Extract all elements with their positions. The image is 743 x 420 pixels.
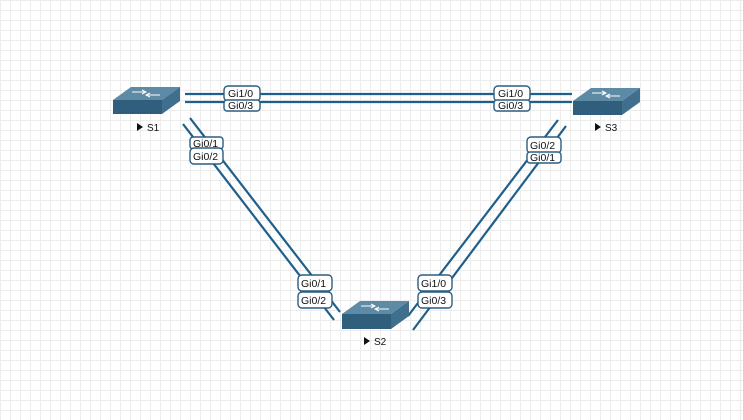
- device-s2[interactable]: S2: [342, 301, 409, 348]
- device-name-s2: S2: [374, 337, 387, 348]
- port-label-s2-gi0-1[interactable]: Gi0/1: [297, 274, 333, 292]
- device-s1[interactable]: S1: [113, 87, 180, 134]
- svg-text:Gi0/1: Gi0/1: [301, 278, 326, 290]
- svg-text:Gi0/1: Gi0/1: [193, 138, 218, 150]
- svg-text:Gi0/1: Gi0/1: [530, 152, 555, 164]
- port-label-s2-gi1-0[interactable]: Gi1/0: [417, 274, 453, 292]
- svg-text:Gi0/3: Gi0/3: [498, 100, 523, 112]
- switch-icon: [573, 88, 640, 115]
- play-icon: [137, 123, 143, 131]
- port-label-s3-gi0-1[interactable]: Gi0/1: [526, 151, 562, 164]
- device-s3[interactable]: S3: [573, 88, 640, 134]
- port-label-s2-gi0-2[interactable]: Gi0/2: [297, 291, 333, 309]
- svg-text:Gi0/2: Gi0/2: [193, 151, 218, 163]
- device-label-s2: S2: [364, 337, 387, 348]
- switch-icon: [342, 301, 409, 329]
- svg-text:Gi1/0: Gi1/0: [228, 88, 253, 100]
- svg-text:Gi0/3: Gi0/3: [228, 100, 253, 112]
- play-icon: [364, 337, 370, 345]
- svg-text:Gi0/2: Gi0/2: [301, 295, 326, 307]
- port-label-s3-gi0-3[interactable]: Gi0/3: [493, 99, 531, 112]
- svg-text:Gi0/2: Gi0/2: [530, 140, 555, 152]
- device-name-s1: S1: [147, 123, 160, 134]
- switch-icon: [113, 87, 180, 114]
- port-label-s1-gi0-3[interactable]: Gi0/3: [223, 99, 261, 112]
- svg-text:Gi1/0: Gi1/0: [498, 88, 523, 100]
- device-label-s3: S3: [595, 123, 618, 134]
- port-label-s3-gi1-0[interactable]: Gi1/0: [493, 85, 531, 102]
- port-label-s1-gi0-2[interactable]: Gi0/2: [189, 147, 224, 165]
- device-name-s3: S3: [605, 123, 618, 134]
- play-icon: [595, 123, 601, 131]
- port-label-s3-gi0-2[interactable]: Gi0/2: [526, 136, 562, 154]
- device-label-s1: S1: [137, 123, 160, 134]
- svg-text:Gi1/0: Gi1/0: [421, 278, 446, 290]
- port-label-s1-gi1-0[interactable]: Gi1/0: [223, 85, 261, 102]
- svg-text:Gi0/3: Gi0/3: [421, 295, 446, 307]
- port-label-s2-gi0-3[interactable]: Gi0/3: [417, 291, 453, 309]
